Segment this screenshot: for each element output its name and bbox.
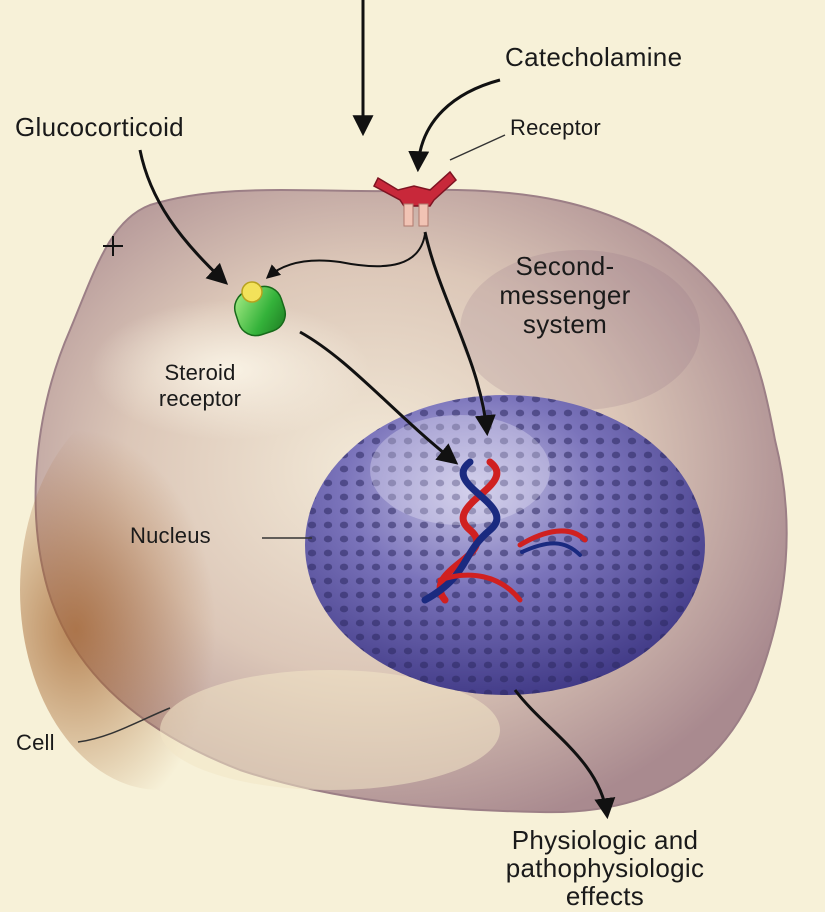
label-effects-line3: effects — [440, 882, 770, 910]
label-second-messenger: Second- messenger system — [470, 252, 660, 339]
label-effects-line1: Physiologic and — [440, 826, 770, 854]
label-second-messenger-line2: messenger — [470, 281, 660, 310]
label-steroid-receptor-line1: Steroid — [130, 360, 270, 386]
label-steroid-receptor: Steroid receptor — [130, 360, 270, 412]
label-nucleus: Nucleus — [130, 523, 211, 549]
label-glucocorticoid: Glucocorticoid — [15, 112, 184, 143]
label-second-messenger-line1: Second- — [470, 252, 660, 281]
nucleus — [305, 395, 705, 695]
label-second-messenger-line3: system — [470, 310, 660, 339]
label-catecholamine: Catecholamine — [505, 42, 682, 73]
label-effects-line2: pathophysiologic — [440, 854, 770, 882]
label-cell: Cell — [16, 730, 55, 756]
label-steroid-receptor-line2: receptor — [130, 386, 270, 412]
label-receptor: Receptor — [510, 115, 601, 141]
label-effects: Physiologic and pathophysiologic effects — [440, 826, 770, 910]
